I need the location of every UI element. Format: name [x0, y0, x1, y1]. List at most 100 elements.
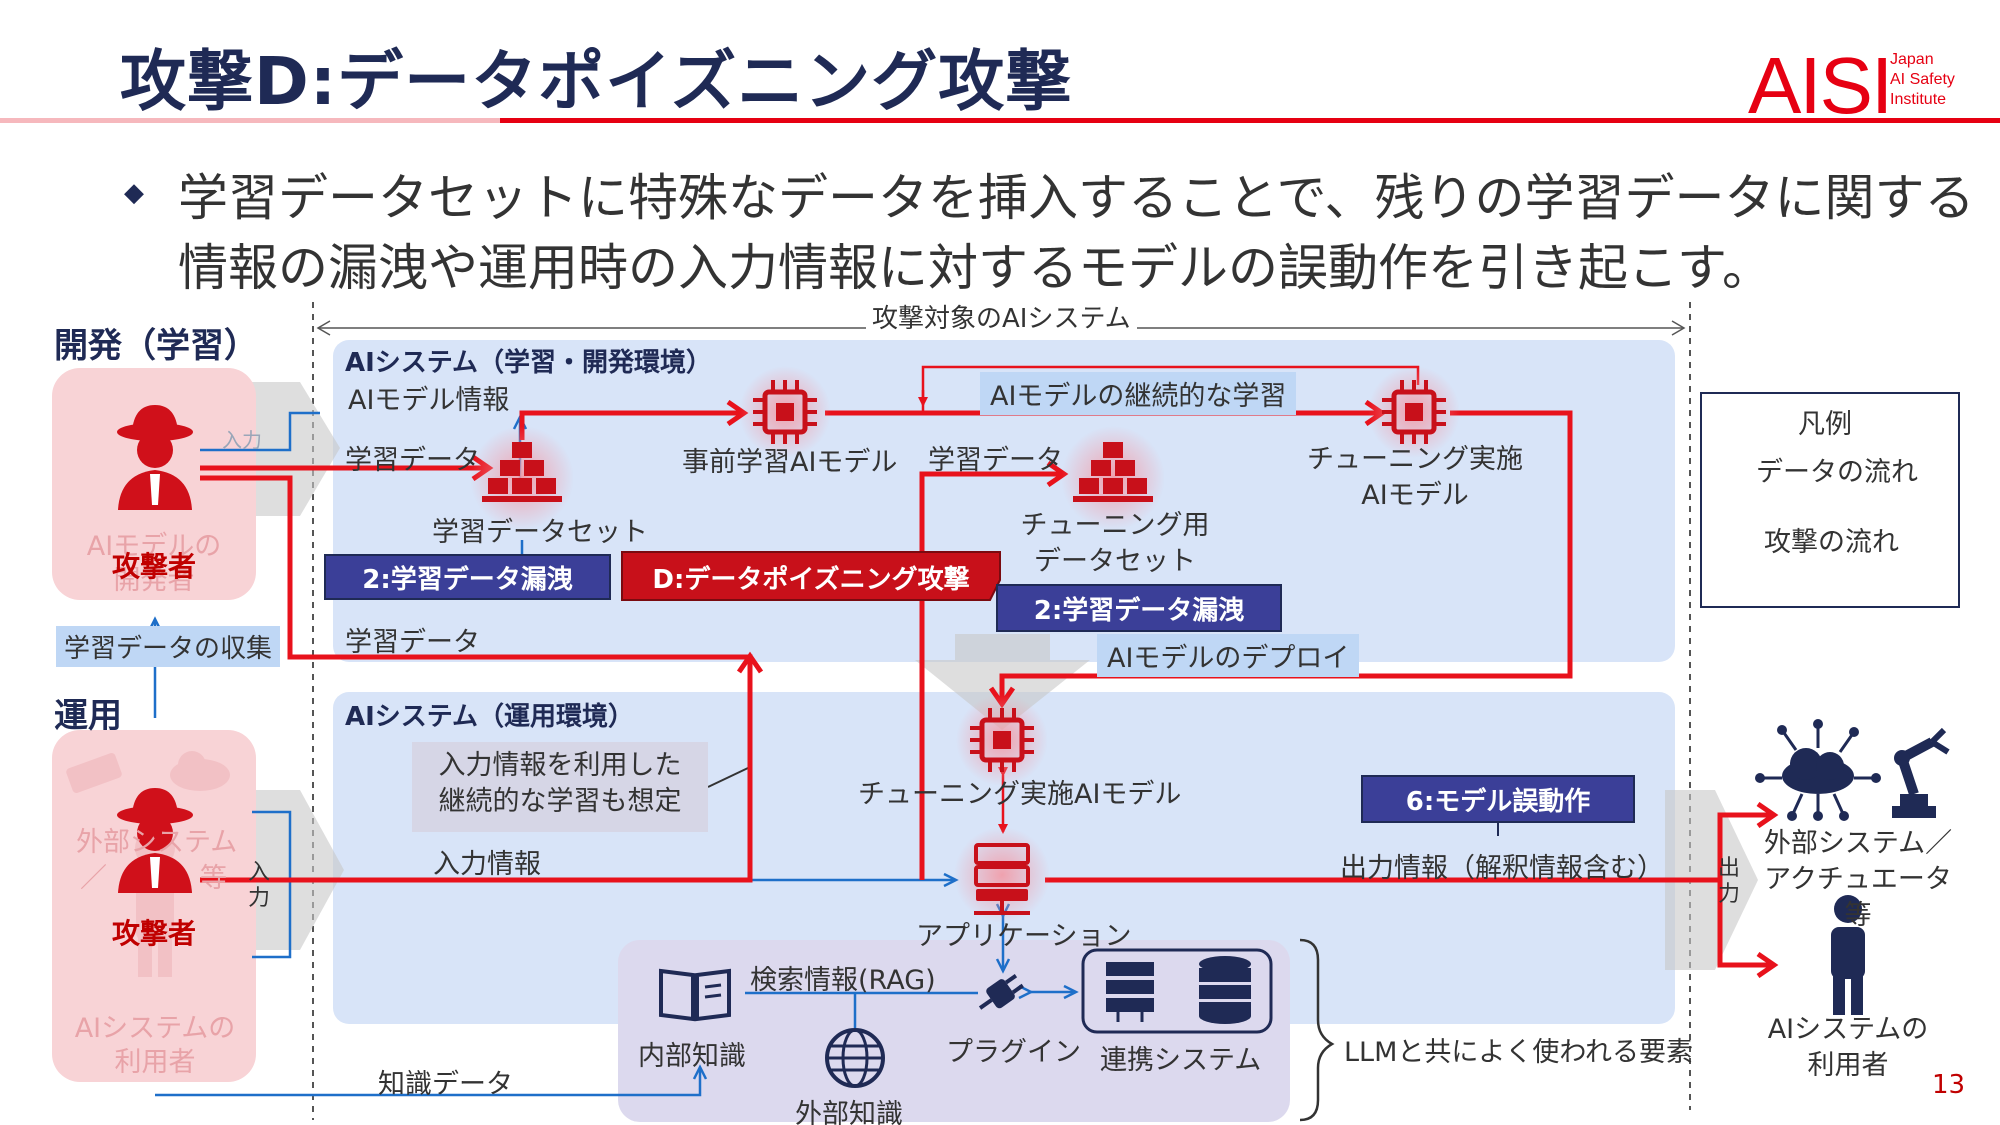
application-label: アプリケーション	[916, 921, 1132, 952]
bullet-line-2: 情報の漏洩や運用時の入力情報に対するモデルの誤動作を引き起こす。	[178, 239, 1772, 297]
label-line: データセット	[1034, 546, 1196, 577]
legend-title: 凡例	[1798, 409, 1852, 440]
pretrained-model-label: 事前学習AIモデル	[682, 447, 898, 478]
dev-section-title: 開発（学習）	[54, 326, 258, 366]
dev-input-chevron	[250, 382, 340, 516]
label-line: 外部システム／	[1763, 828, 1953, 859]
user-label: AIシステムの 利用者	[1758, 1012, 1938, 1084]
ops-faded-user-label: AIシステムの 利用者	[70, 1012, 240, 1080]
user-icon	[1831, 895, 1865, 1015]
external-knowledge-label: 外部知識	[795, 1099, 903, 1125]
dev-input-flow	[200, 411, 320, 452]
vertical-char: 力	[247, 886, 270, 911]
llm-elements-label: LLMと共によく使われる要素	[1344, 1037, 1694, 1068]
vertical-char: 出	[1717, 856, 1740, 881]
deploy-flow	[1002, 410, 1573, 700]
page-number: 13	[1932, 1070, 1966, 1100]
logo-sub-line: AI Safety	[1890, 71, 1955, 88]
label-line: AIモデル	[1361, 480, 1469, 511]
tuned-model-label: チューニング実施 AIモデル	[1300, 442, 1530, 514]
label-line: 利用者	[1807, 1050, 1889, 1081]
tuning-dataset-stack-icon	[1061, 426, 1165, 530]
tuning-dataset-label: チューニング用 データセット	[1020, 508, 1210, 580]
attacker-label-dev: 攻撃者	[112, 550, 197, 583]
legend-data-flow: データの流れ	[1756, 457, 1918, 488]
vertical-char: 力	[1717, 882, 1740, 907]
ops-faded-ext-3: 等	[200, 863, 227, 894]
train-data-label-3: 学習データ	[345, 627, 480, 658]
output-to-user-flow	[1717, 880, 1770, 965]
plugin-label: プラグイン	[946, 1037, 1081, 1068]
aisi-logo: AISI	[1748, 41, 1893, 130]
ops-input-vertical-label: 入 力	[244, 860, 274, 912]
train-data-label-1: 学習データ	[345, 445, 480, 476]
input-info-label: 入力情報	[433, 849, 541, 880]
ops-faded-ext-2: ／	[80, 863, 107, 894]
ops-note-box: 入力情報を利用した 継続的な学習も想定	[412, 742, 708, 832]
scope-span-right-tip	[1671, 320, 1686, 336]
ops-actor-panel	[52, 730, 256, 1082]
dev-faded-label: AIモデルの 開発者	[72, 530, 236, 598]
bullet-diamond-icon: ◆	[124, 178, 144, 208]
label-line: AIシステムの	[1767, 1014, 1929, 1045]
ops-input-bracket	[252, 810, 292, 959]
slide-title: 攻撃D:データポイズニング攻撃	[120, 43, 1073, 120]
leak1-badge-box	[324, 554, 611, 600]
server-rack-icon	[1106, 962, 1154, 1022]
title-underline	[0, 118, 2000, 123]
dev-env-title: AIシステム（学習・開発環境）	[345, 348, 713, 378]
dev-input-small-label: 入力	[222, 428, 262, 452]
llm-elements-bracket	[1299, 938, 1335, 1122]
legend	[1700, 392, 1960, 608]
model-info-label: AIモデル情報	[348, 385, 510, 416]
knowledge-data-flow	[155, 1064, 708, 1097]
leak2-badge: 2:学習データ漏洩	[1033, 596, 1245, 626]
misbehavior-badge: 6:モデル誤動作	[1405, 787, 1591, 817]
deploy-label: AIモデルのデプロイ	[1097, 634, 1360, 677]
ops-faded-ext-1: 外部システム	[76, 827, 238, 858]
knowledge-data-label: 知識データ	[378, 1069, 513, 1100]
rag-label: 検索情報(RAG)	[750, 965, 936, 996]
output-info-label: 出力情報（解釈情報含む）	[1340, 853, 1664, 884]
poison-badge-box	[621, 551, 1001, 601]
continuous-learning-label: AIモデルの継続的な学習	[980, 372, 1297, 415]
misbehavior-badge-box	[1361, 775, 1635, 823]
cloud-network-icon	[1755, 719, 1881, 821]
database-icon	[1199, 956, 1251, 1024]
deployed-model-label: チューニング実施AIモデル	[858, 779, 1182, 810]
faded-cloud-icon	[66, 751, 230, 793]
scope-label: 攻撃対象のAIシステム	[866, 298, 1137, 335]
linked-system-label: 連携システム	[1100, 1045, 1262, 1076]
linked-system-box	[1081, 948, 1273, 1034]
plugin-icon	[978, 973, 1024, 1010]
output-vertical-label: 出 力	[1714, 856, 1744, 908]
title-underline-fade	[0, 118, 500, 123]
server-icon	[954, 827, 1050, 923]
faded-line: AIシステムの	[74, 1013, 236, 1044]
legend-attack-flow: 攻撃の流れ	[1764, 527, 1899, 558]
faded-line: 利用者	[114, 1047, 196, 1078]
poison-badge: D:データポイズニング攻撃	[652, 565, 970, 595]
internal-knowledge-label: 内部知識	[638, 1041, 746, 1072]
ext-system-label: 外部システム／ アクチュエータ等	[1758, 826, 1958, 934]
bullet-line-1: 学習データセットに特殊なデータを挿入することで、残りの学習データに関する	[178, 169, 1975, 227]
faded-line: AIモデルの	[86, 531, 222, 562]
aisi-logo-subtitle: Japan AI Safety Institute	[1890, 50, 1955, 110]
label-line: チューニング用	[1020, 510, 1210, 541]
label-line: チューニング実施	[1307, 444, 1523, 475]
chip-icon-deployed	[956, 694, 1048, 786]
leak1-badge: 2:学習データ漏洩	[362, 565, 573, 595]
dataset-stack-icon	[470, 426, 574, 530]
ops-section-title: 運用	[54, 696, 122, 736]
attack-flow-ops-input	[200, 660, 750, 883]
ops-env-title: AIシステム（運用環境）	[345, 702, 635, 732]
train-data-label-2: 学習データ	[928, 445, 1063, 476]
chip-icon-pretrained	[739, 366, 831, 458]
ops-input-to-tuning-flow	[919, 474, 1060, 880]
logo-sub-line: Institute	[1890, 91, 1947, 108]
note-line: 入力情報を利用した	[438, 750, 682, 781]
collect-label: 学習データの収集	[56, 626, 281, 667]
note-pointer	[707, 767, 749, 788]
